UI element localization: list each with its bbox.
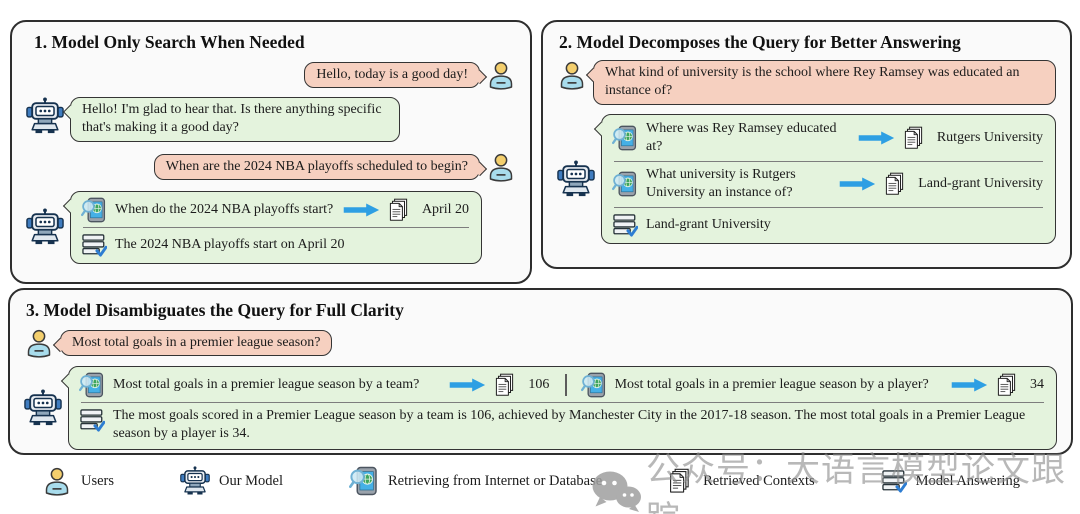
- database-check-icon: [81, 232, 107, 258]
- user-icon: [557, 60, 587, 90]
- robot-icon: [180, 466, 210, 496]
- search-step: When do the 2024 NBA playoffs start? Apr…: [81, 197, 471, 223]
- search-step-2: What university is Rutgers University an…: [612, 166, 1045, 203]
- user-message-bubble: Most total goals in a premier league sea…: [60, 329, 333, 357]
- search-phone-icon: [79, 372, 105, 398]
- search-query: When do the 2024 NBA playoffs start?: [115, 201, 334, 217]
- panel2-user-turn: What kind of university is the school wh…: [557, 60, 1056, 105]
- user-icon: [42, 466, 72, 496]
- bot-tool-bubble: When do the 2024 NBA playoffs start? Apr…: [70, 190, 482, 264]
- panel1-user-turn-1: Hello, today is a good day!: [26, 60, 516, 90]
- search-result: 34: [1030, 376, 1044, 392]
- panel1-title: 1. Model Only Search When Needed: [34, 32, 305, 52]
- bot-tool-bubble: Where was Rey Ramsey educated at? Rutger…: [601, 113, 1056, 244]
- user-message-bubble: What kind of university is the school wh…: [593, 60, 1056, 105]
- legend-label: Retrieved Contexts: [703, 472, 815, 489]
- database-check-icon: [79, 407, 105, 433]
- documents-icon: [884, 172, 908, 196]
- search-result: 106: [528, 376, 550, 392]
- arrow-right-icon: [838, 177, 876, 191]
- final-answer: Land-grant University: [646, 216, 771, 232]
- arrow-right-icon: [950, 378, 988, 392]
- legend-item-model-answering: Model Answering: [881, 468, 1020, 494]
- search-phone-icon: [580, 372, 607, 398]
- documents-icon: [668, 468, 694, 494]
- search-query: Where was Rey Ramsey educated at?: [646, 120, 837, 155]
- database-check-icon: [881, 468, 907, 494]
- divider: [81, 402, 1044, 403]
- search-result: April 20: [421, 201, 469, 217]
- legend-label: Model Answering: [915, 472, 1020, 489]
- arrow-right-icon: [342, 203, 380, 217]
- search-phone-icon: [612, 171, 638, 197]
- panel2-title: 2. Model Decomposes the Query for Better…: [559, 32, 961, 52]
- panel1-bot-turn-2: When do the 2024 NBA playoffs start? Apr…: [26, 190, 516, 264]
- user-message-bubble: Hello, today is a good day!: [304, 61, 480, 89]
- robot-icon: [26, 97, 64, 135]
- documents-icon: [388, 198, 412, 222]
- divider: [614, 206, 1043, 208]
- legend-label: Our Model: [218, 472, 284, 489]
- panel2-bot-turn: Where was Rey Ramsey educated at? Rutger…: [557, 113, 1056, 244]
- search-step-1: Where was Rey Ramsey educated at? Rutger…: [612, 120, 1045, 157]
- robot-icon: [26, 208, 64, 246]
- database-check-icon: [612, 212, 638, 238]
- search-query: Most total goals in a premier league sea…: [113, 376, 420, 392]
- panel3-title: 3. Model Disambiguates the Query for Ful…: [26, 300, 404, 320]
- user-message-bubble: When are the 2024 NBA playoffs scheduled…: [153, 153, 480, 181]
- panel-search-when-needed: 1. Model Only Search When Needed Hello, …: [10, 20, 532, 284]
- answer-step: Land-grant University: [612, 212, 1045, 238]
- panel1-bot-turn-1: Hello! I'm glad to hear that. Is there a…: [26, 97, 516, 142]
- answer-step: The most goals scored in a Premier Leagu…: [79, 407, 1046, 444]
- final-answer: The 2024 NBA playoffs start on April 20: [115, 236, 345, 252]
- search-query: Most total goals in a premier league sea…: [614, 376, 929, 392]
- search-phone-icon: [348, 466, 379, 496]
- documents-icon: [903, 126, 927, 150]
- robot-icon: [24, 389, 62, 427]
- bot-message-bubble: Hello! I'm glad to hear that. Is there a…: [70, 97, 400, 142]
- panel-decompose-query: 2. Model Decomposes the Query for Better…: [541, 20, 1072, 269]
- divider: [83, 226, 469, 228]
- search-phone-icon: [81, 197, 107, 223]
- arrow-right-icon: [857, 131, 895, 145]
- search-result: Rutgers University: [936, 130, 1043, 146]
- divider: [614, 160, 1043, 162]
- documents-icon: [996, 373, 1020, 397]
- search-phone-icon: [612, 125, 638, 151]
- legend-label: Retrieving from Internet or Database: [387, 472, 603, 489]
- answer-step: The 2024 NBA playoffs start on April 20: [81, 232, 471, 258]
- legend-item-our-model: Our Model: [180, 466, 283, 496]
- panel-disambiguate-query: 3. Model Disambiguates the Query for Ful…: [8, 288, 1073, 455]
- legend-label: Users: [81, 472, 115, 489]
- search-query: What university is Rutgers University an…: [646, 166, 796, 201]
- panel3-user-turn: Most total goals in a premier league sea…: [24, 328, 1057, 358]
- panel3-bot-turn: Most total goals in a premier league sea…: [24, 366, 1057, 450]
- user-icon: [24, 328, 54, 358]
- legend-item-users: Users: [42, 466, 114, 496]
- vertical-divider: [565, 374, 567, 396]
- bot-tool-bubble: Most total goals in a premier league sea…: [68, 366, 1057, 450]
- legend-item-retrieving: Retrieving from Internet or Database: [348, 466, 603, 496]
- documents-icon: [494, 373, 518, 397]
- arrow-right-icon: [448, 378, 486, 392]
- legend: Users Our Model Retrieving from Internet…: [42, 466, 1020, 496]
- robot-icon: [557, 160, 595, 198]
- final-answer: The most goals scored in a Premier Leagu…: [113, 408, 1026, 442]
- parallel-search-row: Most total goals in a premier league sea…: [79, 372, 1046, 398]
- legend-item-retrieved-contexts: Retrieved Contexts: [668, 468, 815, 494]
- search-result: Land-grant University: [918, 176, 1043, 192]
- user-icon: [486, 60, 516, 90]
- panel1-user-turn-2: When are the 2024 NBA playoffs scheduled…: [26, 152, 516, 182]
- user-icon: [486, 152, 516, 182]
